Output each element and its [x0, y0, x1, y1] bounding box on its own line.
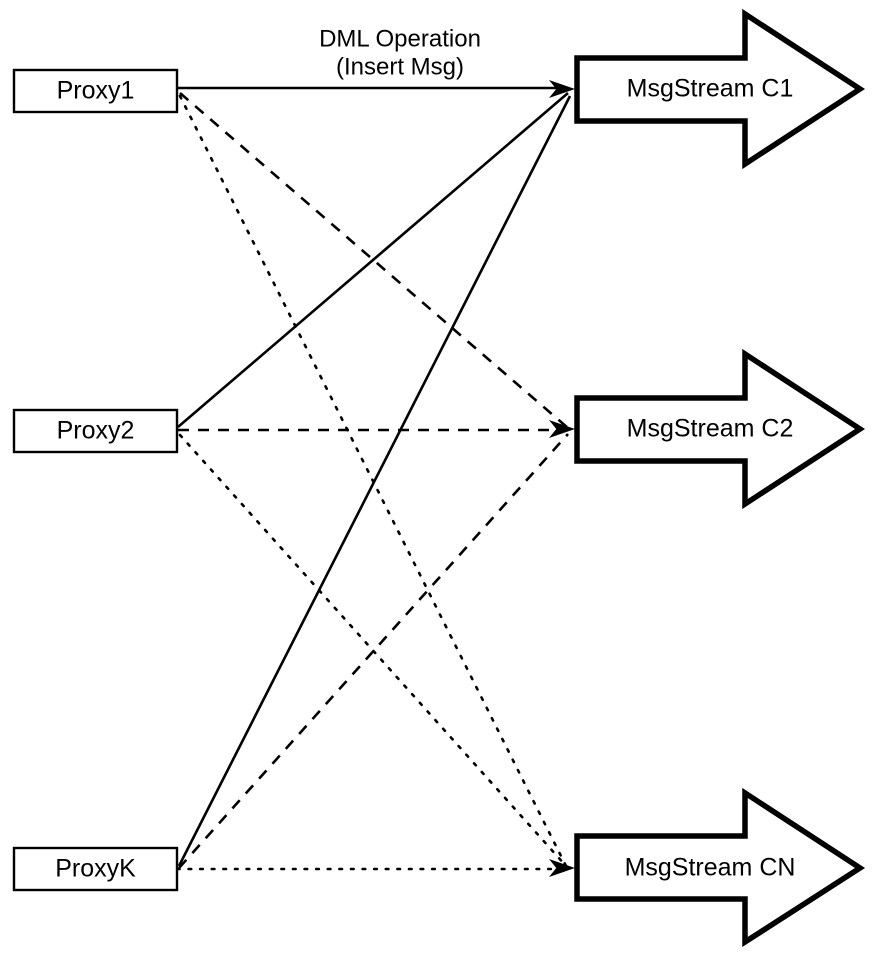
- arrowhead-icon-msgstream-c2: [549, 420, 575, 438]
- msgstream-c2-arrow-shape[interactable]: [574, 348, 866, 510]
- edge-label-dml-operation: DML Operation (Insert Msg): [319, 25, 481, 80]
- arrowhead-icon-msgstream-cn: [549, 859, 575, 877]
- msgstream-cn-label: MsgStream CN: [625, 854, 796, 882]
- msgstream-c1-arrow-shape[interactable]: [574, 8, 866, 170]
- connection-arrowheads: [549, 80, 575, 877]
- connection-lines: [175, 86, 572, 871]
- msgstream-node-cn[interactable]: MsgStream CN: [574, 787, 866, 948]
- edge-label-line-1: DML Operation: [319, 25, 481, 52]
- msgstream-node-c2[interactable]: MsgStream C2: [574, 348, 866, 510]
- connection-proxyk-to-msgstream-c1: [177, 95, 572, 867]
- edge-label-line-2: (Insert Msg): [336, 53, 464, 80]
- connection-proxyk-to-msgstream-c2: [178, 433, 569, 869]
- msgstream-c1-label: MsgStream C1: [627, 75, 794, 103]
- connection-proxy2-to-msgstream-c1: [177, 92, 569, 428]
- proxyk-label: ProxyK: [55, 855, 136, 883]
- proxy-nodes: Proxy1 Proxy2 ProxyK: [12, 68, 179, 892]
- connection-proxy1-to-msgstream-cn: [178, 94, 568, 868]
- msgstream-nodes: MsgStream C1 MsgStream C2 MsgStream CN: [574, 8, 866, 948]
- msgstream-c2-label: MsgStream C2: [627, 415, 794, 443]
- connection-proxy2-to-msgstream-cn: [178, 433, 568, 868]
- proxy1-label: Proxy1: [57, 77, 135, 105]
- msgstream-cn-arrow-shape[interactable]: [574, 787, 866, 948]
- proxy-node-proxy1[interactable]: Proxy1: [12, 68, 179, 114]
- proxy-node-proxy2[interactable]: Proxy2: [12, 408, 179, 454]
- proxy1-box[interactable]: [12, 68, 179, 114]
- connection-proxy1-to-msgstream-c2: [179, 92, 569, 429]
- proxy2-box[interactable]: [12, 408, 179, 454]
- proxy2-label: Proxy2: [57, 417, 135, 445]
- proxyk-box[interactable]: [12, 846, 179, 892]
- msgstream-node-c1[interactable]: MsgStream C1: [574, 8, 866, 170]
- arrowhead-icon-msgstream-c1: [549, 80, 575, 98]
- proxy-node-proxyk[interactable]: ProxyK: [12, 846, 179, 892]
